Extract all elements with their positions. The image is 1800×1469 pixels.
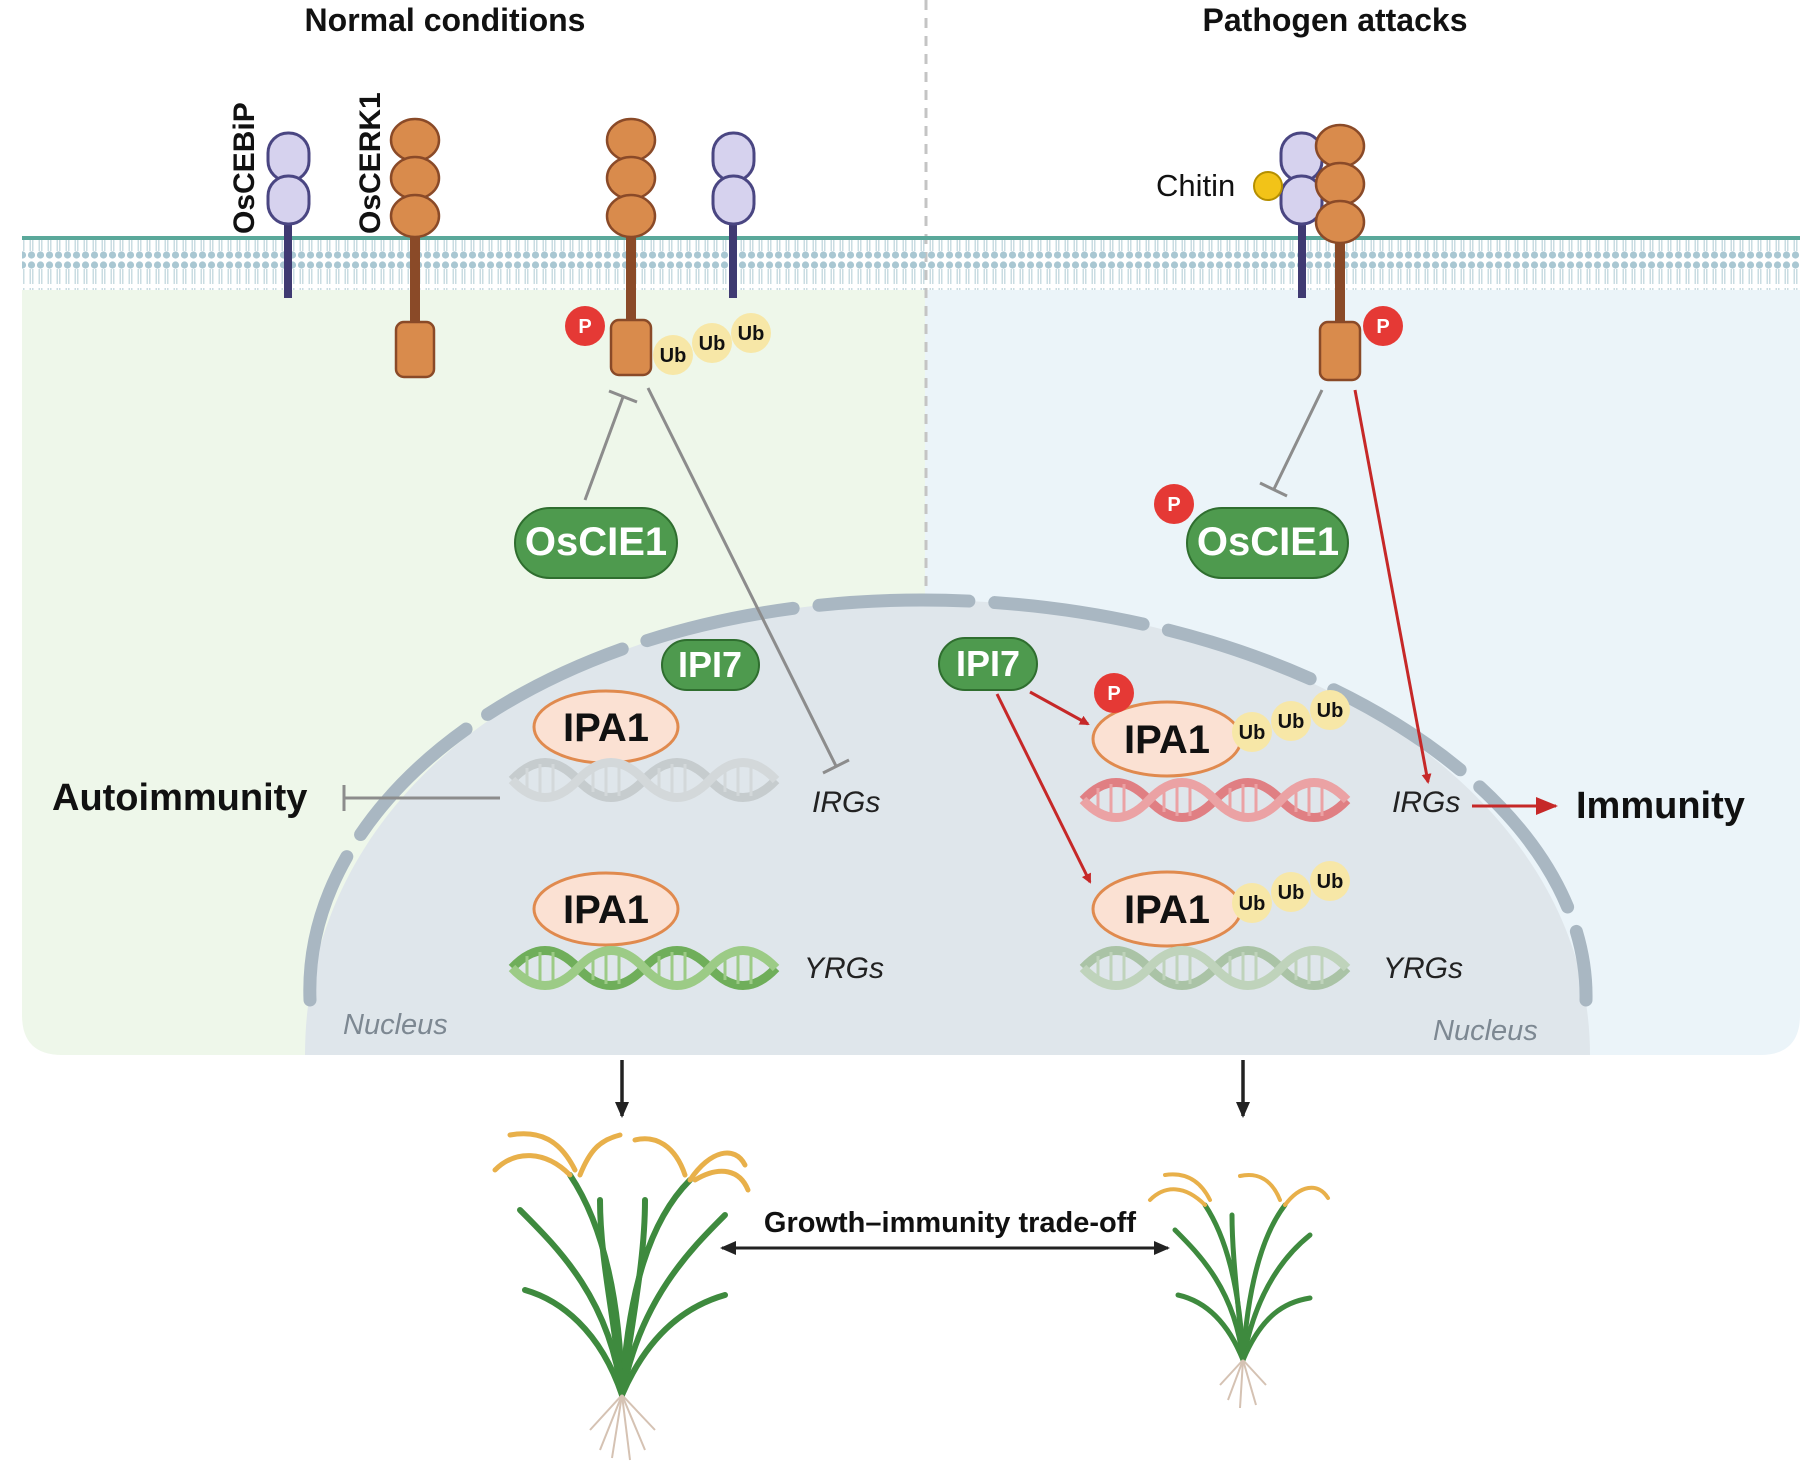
left-cerk1-inhibits-irgs — [646, 387, 850, 775]
svg-text:Ub: Ub — [699, 333, 726, 355]
cerk1-label: OsCERK1 — [354, 92, 387, 234]
left-oscie1: OsCIE1 — [514, 507, 678, 579]
right-ipa1-lower-ubiquitin-chain: Ub Ub Ub — [1232, 861, 1350, 923]
irgs-inhibit-autoimmunity — [342, 785, 500, 811]
left-ipi7: IPI7 — [661, 639, 760, 691]
svg-text:IPA1: IPA1 — [1124, 718, 1210, 762]
right-ipa1-upper-phospho: P — [1094, 673, 1134, 713]
right-yrgs-label: YRGs — [1383, 952, 1463, 985]
left-oscie1-inhibits-cerk1 — [583, 389, 638, 501]
svg-text:IPA1: IPA1 — [563, 706, 649, 750]
svg-text:OsCIE1: OsCIE1 — [1197, 520, 1339, 564]
right-rice-plant-icon — [1148, 1172, 1330, 1409]
left-nucleus-label: Nucleus — [343, 1009, 448, 1041]
right-nucleus-label: Nucleus — [1433, 1015, 1538, 1047]
right-irgs-dna — [1079, 778, 1351, 822]
right-ipa1-upper: IPA1 — [1091, 700, 1243, 778]
left-panel-title: Normal conditions — [305, 2, 586, 38]
right-yrgs-dna — [1079, 946, 1351, 990]
svg-text:Ub: Ub — [1317, 700, 1344, 722]
svg-text:OsCIE1: OsCIE1 — [525, 520, 667, 564]
left-rice-plant-icon — [492, 1131, 751, 1461]
svg-text:Ub: Ub — [1278, 882, 1305, 904]
svg-text:IPI7: IPI7 — [956, 643, 1020, 684]
left-irgs-dna — [508, 758, 780, 802]
svg-text:Ub: Ub — [660, 345, 687, 367]
right-ipa1-upper-ubiquitin-chain: Ub Ub Ub — [1232, 690, 1350, 752]
right-cerk1-inhibits-oscie1 — [1259, 389, 1324, 498]
right-cerk1-phospho: P — [1363, 306, 1403, 346]
right-ipa1-lower: IPA1 — [1091, 870, 1243, 948]
right-ipi7: IPI7 — [938, 637, 1038, 691]
svg-text:IPI7: IPI7 — [678, 644, 742, 685]
svg-text:Ub: Ub — [1278, 711, 1305, 733]
left-cerk1-ubiquitin-chain: Ub Ub Ub — [653, 313, 771, 375]
ipi7-ubiquitinates-ipa1-lower — [995, 693, 1092, 884]
left-cebip-receptor-2 — [711, 131, 756, 298]
right-oscie1: OsCIE1 — [1186, 507, 1349, 579]
right-receptor-complex — [1279, 123, 1366, 382]
immunity-label: Immunity — [1576, 785, 1745, 827]
right-cerk1-activates-irgs — [1353, 389, 1432, 784]
left-cerk1-modified — [605, 117, 657, 377]
right-panel-title: Pathogen attacks — [1203, 2, 1468, 38]
plasma-membrane — [22, 236, 1800, 290]
right-irgs-label: IRGs — [1392, 786, 1460, 819]
left-cerk1-phospho: P — [565, 306, 605, 346]
left-yrgs-dna — [508, 946, 780, 990]
chitin-label: Chitin — [1156, 168, 1235, 203]
svg-text:IPA1: IPA1 — [1124, 888, 1210, 932]
chitin-ligand — [1253, 171, 1283, 201]
svg-text:Ub: Ub — [1239, 722, 1266, 744]
left-cerk1-receptor — [389, 117, 441, 379]
svg-text:P: P — [578, 316, 591, 338]
tradeoff-label: Growth–immunity trade-off — [764, 1207, 1137, 1239]
left-ipa1-lower: IPA1 — [532, 871, 680, 947]
left-yrgs-label: YRGs — [804, 952, 884, 985]
ipi7-ubiquitinates-ipa1-upper — [1029, 690, 1090, 726]
svg-text:IPA1: IPA1 — [563, 888, 649, 932]
left-ipa1-upper: IPA1 — [532, 689, 680, 765]
svg-text:Ub: Ub — [1317, 871, 1344, 893]
left-irgs-label: IRGs — [812, 786, 880, 819]
svg-text:Ub: Ub — [1239, 893, 1266, 915]
svg-text:Ub: Ub — [738, 323, 765, 345]
cebip-label: OsCEBiP — [228, 102, 261, 234]
svg-text:P: P — [1107, 683, 1120, 705]
left-cebip-receptor — [266, 131, 311, 298]
nucleus-envelope — [303, 593, 1593, 1007]
svg-text:P: P — [1376, 316, 1389, 338]
autoimmunity-label: Autoimmunity — [52, 777, 307, 819]
svg-text:P: P — [1167, 494, 1180, 516]
right-oscie1-phospho: P — [1154, 484, 1194, 524]
